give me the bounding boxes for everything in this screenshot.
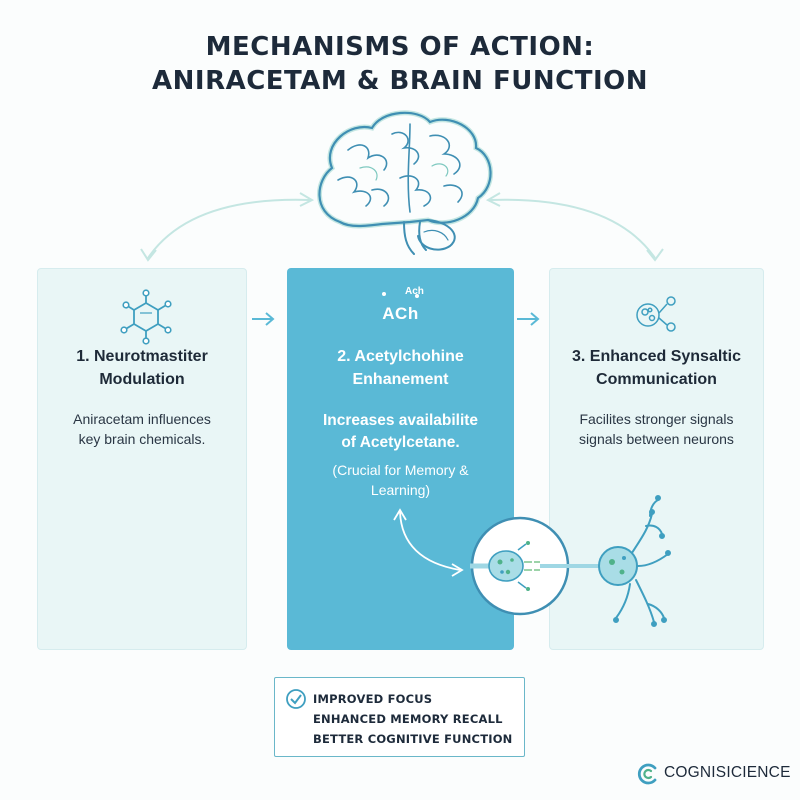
card-neurotransmitter: 1. Neurotmastiter Modulation Aniracetam … bbox=[37, 268, 247, 650]
card-1-text-line-1: Aniracetam influences bbox=[73, 411, 211, 427]
card-2-text-line-1: Increases availabilite bbox=[322, 412, 479, 429]
neuron-icon bbox=[613, 495, 671, 627]
ach-small-label: Ach bbox=[405, 286, 424, 297]
card-1-title-line-1: 1. Neurotmastiter bbox=[76, 348, 208, 365]
card-3-title-line-1: 3. Enhanced Synsaltic bbox=[572, 348, 741, 365]
card-1-text-line-2: key brain chemicals. bbox=[78, 431, 206, 447]
benefit-item: ENHANCED MEMORY RECALL bbox=[313, 712, 503, 726]
ach-dot bbox=[415, 294, 419, 298]
benefit-item: BETTER COGNITIVE FUNCTION bbox=[313, 732, 513, 746]
card-2-note-line-2: Learning) bbox=[370, 482, 431, 498]
card-synaptic: 3. Enhanced Synsaltic Communication Faci… bbox=[549, 268, 764, 650]
title-line-1: MECHANISMS OF ACTION: bbox=[205, 32, 595, 62]
card-3-text-line-1: Facilites stronger signals bbox=[579, 411, 734, 427]
brain-to-right-arrow bbox=[485, 192, 664, 262]
ach-label: ACh bbox=[382, 304, 419, 323]
benefits-box: IMPROVED FOCUS ENHANCED MEMORY RECALL BE… bbox=[274, 677, 525, 757]
arrow-card1-to-card2 bbox=[252, 312, 275, 326]
benefit-item: IMPROVED FOCUS bbox=[313, 692, 433, 706]
brand-name: COGNISICIENCE bbox=[664, 764, 791, 781]
ach-flow-arrow bbox=[393, 508, 464, 577]
ach-dot bbox=[382, 292, 386, 296]
arrow-card2-to-card3 bbox=[517, 312, 540, 326]
card-3-text-line-2: signals between neurons bbox=[579, 431, 734, 447]
card-1-title-line-2: Modulation bbox=[99, 371, 185, 388]
card-2-text-line-2: of Acetylcetane. bbox=[341, 434, 460, 451]
title-line-2: ANIRACETAM & BRAIN FUNCTION bbox=[152, 66, 648, 96]
brain-to-left-arrow bbox=[140, 192, 315, 262]
check-circle-icon bbox=[286, 689, 306, 709]
brand-logo-icon bbox=[637, 763, 657, 785]
card-2-title-line-2: Enhanement bbox=[352, 371, 449, 388]
neuron-signal-icon bbox=[636, 296, 676, 332]
card-2-title-line-1: 2. Acetylchohine bbox=[337, 348, 464, 365]
card-3-title-line-2: Communication bbox=[596, 371, 717, 388]
card-2-note-line-1: (Crucial for Memory & bbox=[332, 462, 469, 478]
molecule-icon bbox=[120, 289, 172, 345]
brain-icon bbox=[317, 110, 493, 255]
